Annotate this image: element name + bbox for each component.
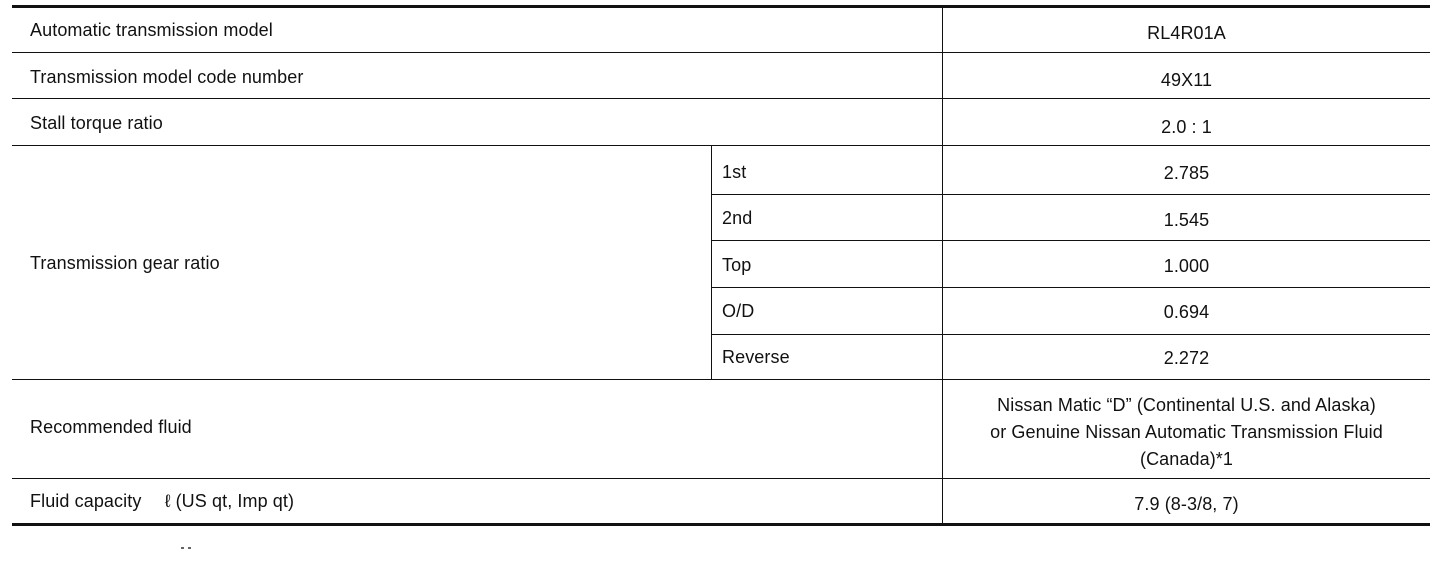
column-divider bbox=[942, 7, 943, 525]
table-top-border bbox=[12, 5, 1430, 8]
row-value-fluid: Nissan Matic “D” (Continental U.S. and A… bbox=[943, 392, 1430, 473]
table-bottom-border bbox=[12, 523, 1430, 526]
gear-value: 2.272 bbox=[1163, 348, 1210, 368]
gear-label: 2nd bbox=[722, 208, 753, 228]
row-label-code: Transmission model code number bbox=[30, 67, 304, 87]
capacity-label: Fluid capacity bbox=[30, 491, 142, 511]
row-label-stall: Stall torque ratio bbox=[30, 113, 163, 133]
row-value-capacity: 7.9 (8-3/8, 7) bbox=[1134, 494, 1239, 514]
row-label-gear-ratio: Transmission gear ratio bbox=[30, 253, 220, 273]
gear-divider bbox=[712, 194, 1430, 195]
row-divider bbox=[12, 145, 1430, 146]
gear-label: Reverse bbox=[722, 347, 790, 367]
fluid-line: or Genuine Nissan Automatic Transmission… bbox=[990, 422, 1383, 442]
gear-divider bbox=[712, 334, 1430, 335]
row-divider bbox=[12, 52, 1430, 53]
gear-column-divider bbox=[711, 145, 712, 380]
capacity-unit: ℓ (US qt, Imp qt) bbox=[164, 491, 295, 511]
row-divider bbox=[12, 98, 1430, 99]
gear-value: 1.545 bbox=[1163, 210, 1210, 230]
row-value-model: RL4R01A bbox=[1147, 23, 1226, 43]
gear-label: Top bbox=[722, 255, 752, 275]
row-label-model: Automatic transmission model bbox=[30, 20, 273, 40]
gear-value: 0.694 bbox=[1163, 302, 1210, 322]
gear-value: 2.785 bbox=[1163, 163, 1210, 183]
gear-value: 1.000 bbox=[1163, 256, 1210, 276]
scan-mark bbox=[181, 547, 184, 549]
gear-label: O/D bbox=[722, 301, 755, 321]
gear-label: 1st bbox=[722, 162, 747, 182]
row-divider bbox=[12, 379, 1430, 380]
row-label-capacity: Fluid capacity ℓ (US qt, Imp qt) bbox=[30, 490, 294, 512]
gear-divider bbox=[712, 240, 1430, 241]
row-value-stall: 2.0 : 1 bbox=[1161, 117, 1212, 137]
fluid-line: (Canada)*1 bbox=[1139, 449, 1234, 469]
row-value-code: 49X11 bbox=[1160, 70, 1213, 90]
fluid-line: Nissan Matic “D” (Continental U.S. and A… bbox=[997, 395, 1376, 415]
scan-mark bbox=[188, 547, 191, 549]
row-divider bbox=[12, 478, 1430, 479]
row-label-fluid: Recommended fluid bbox=[30, 417, 192, 437]
gear-divider bbox=[712, 287, 1430, 288]
